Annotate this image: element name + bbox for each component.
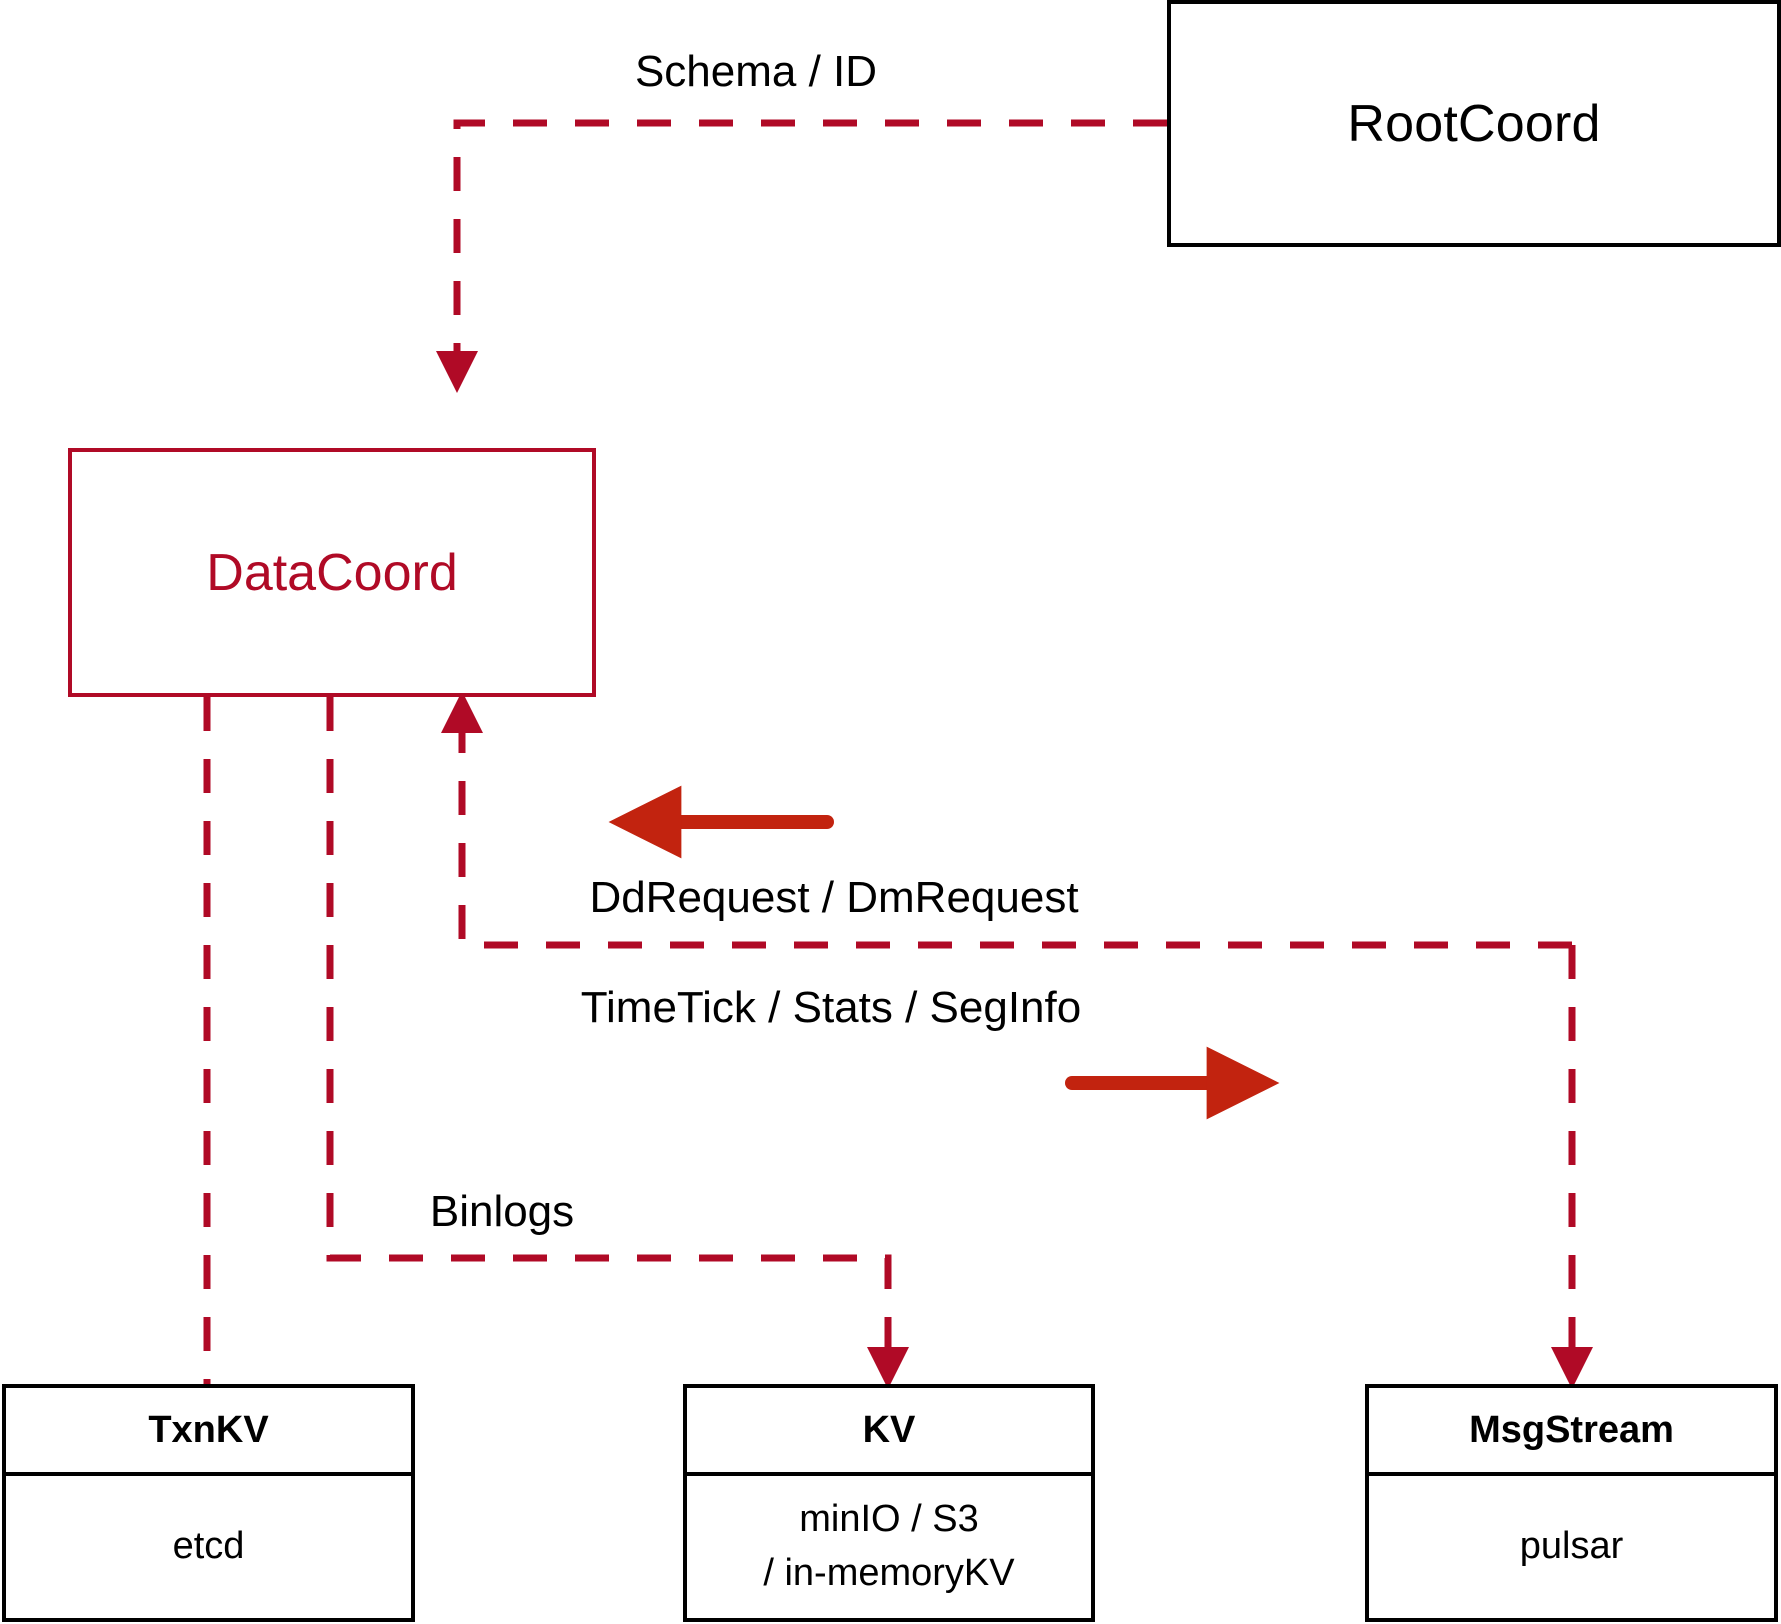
edge-label-ddrequest-dmrequest: DdRequest / DmRequest — [589, 873, 1079, 922]
node-rootcoord[interactable]: RootCoord — [1167, 0, 1781, 247]
node-kv-body: minIO / S3 / in-memoryKV — [687, 1476, 1091, 1618]
node-msgstream-body-line-0: pulsar — [1519, 1525, 1624, 1568]
node-kv-body-line-0: minIO / S3 — [799, 1498, 979, 1541]
node-msgstream-title: MsgStream — [1369, 1388, 1774, 1476]
node-kv[interactable]: KV minIO / S3 / in-memoryKV — [683, 1384, 1095, 1622]
edge-datacoord-to-kv — [326, 697, 909, 1389]
edge-msgstream-to-datacoord — [441, 691, 1572, 949]
node-msgstream-body: pulsar — [1369, 1476, 1774, 1618]
node-kv-body-line-1: / in-memoryKV — [763, 1552, 1015, 1594]
node-rootcoord-label: RootCoord — [1347, 94, 1601, 153]
node-datacoord[interactable]: DataCoord — [68, 448, 596, 697]
node-txnkv-title: TxnKV — [6, 1388, 411, 1476]
node-datacoord-label: DataCoord — [206, 543, 458, 602]
node-txnkv-body: etcd — [6, 1476, 411, 1618]
node-txnkv-body-line-0: etcd — [172, 1525, 245, 1568]
edge-label-schema-id: Schema / ID — [634, 47, 878, 96]
edge-label-timetick-stats-seginfo: TimeTick / Stats / SegInfo — [580, 983, 1082, 1032]
edge-rootcoord-to-datacoord — [436, 119, 1167, 393]
node-kv-title: KV — [687, 1388, 1091, 1476]
node-txnkv[interactable]: TxnKV etcd — [2, 1384, 415, 1622]
edge-label-binlogs: Binlogs — [429, 1187, 575, 1236]
node-msgstream[interactable]: MsgStream pulsar — [1365, 1384, 1778, 1622]
